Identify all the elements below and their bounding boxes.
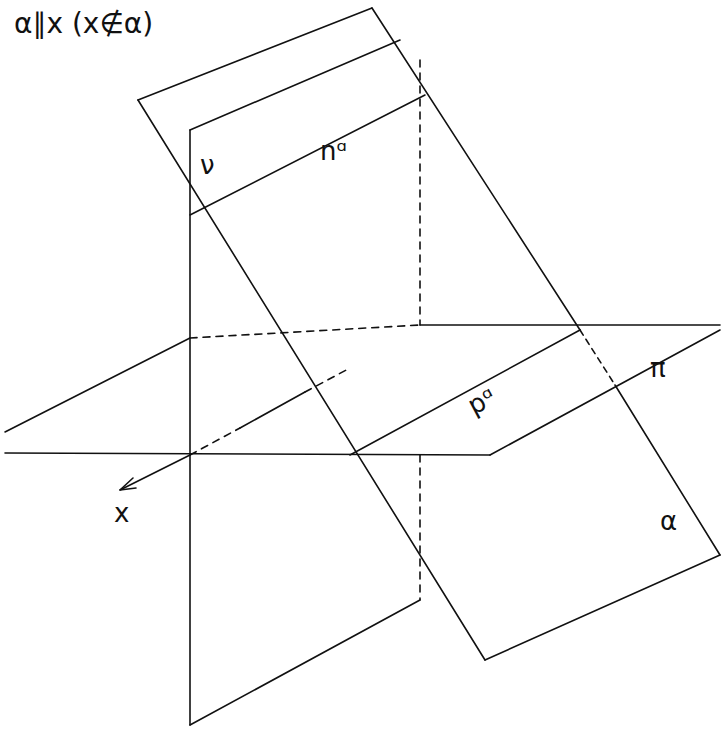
plane-nu: [190, 40, 420, 725]
plane-alpha: [138, 8, 720, 660]
trace-name: nᵅ: [320, 138, 347, 164]
title-note: α∥x (x∉α): [14, 10, 153, 38]
plane-name: π: [650, 355, 666, 381]
trace-name: pᵅ: [463, 383, 499, 419]
trace-line: [190, 95, 425, 215]
axis-name: x: [114, 500, 129, 526]
axis-arrow: [120, 455, 190, 490]
plane-name: ν: [200, 152, 215, 178]
plane-pi: [5, 325, 720, 455]
trace-line: [350, 330, 580, 455]
plane-name: α: [660, 508, 677, 534]
